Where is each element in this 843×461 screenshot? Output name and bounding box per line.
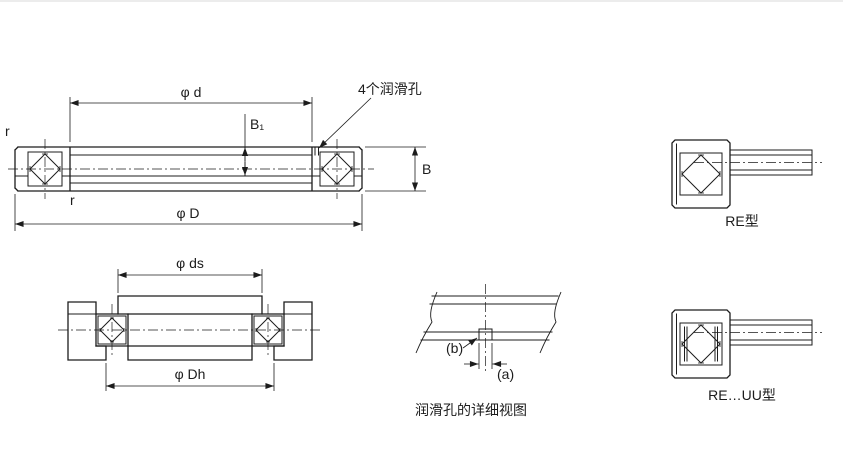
- dim-b-extension-lines: [365, 146, 426, 192]
- re-uu-roller-cavity: [679, 322, 723, 366]
- dim-ds-extension-lines: [117, 269, 263, 293]
- center-lines: [8, 139, 374, 199]
- dim-label-dh: φ Dh: [175, 366, 206, 382]
- dimension-d: φ d: [69, 84, 313, 142]
- dim-d-extension-lines: [69, 97, 313, 142]
- dimension-a: (a): [464, 343, 514, 382]
- dimension-b1: B₁: [241, 114, 264, 176]
- dimension-big-d: φ D: [14, 194, 363, 231]
- shaft-edges: [127, 313, 253, 361]
- re-uu-seal-lines: [684, 326, 718, 362]
- dim-label-ds: φ ds: [176, 255, 204, 271]
- lube-hole-marks: [314, 146, 319, 156]
- detail-break-line-left: [415, 291, 438, 354]
- re-shaft-lines: [729, 149, 813, 176]
- dim-label-b: B: [422, 161, 431, 177]
- re-type-view: RE型: [671, 139, 822, 229]
- shaft-shoulder: [117, 295, 263, 315]
- r-label-inner: r: [70, 192, 75, 208]
- re-ring-outline: [671, 139, 731, 209]
- detail-wall-lines: [420, 295, 559, 341]
- re-uu-shaft-lines: [729, 319, 813, 346]
- re-roller-diamond: [681, 154, 721, 194]
- dimension-b: B: [365, 146, 431, 192]
- ring-step-lines: [14, 154, 363, 184]
- re-uu-type-view: RE…UU型: [671, 309, 822, 403]
- lube-holes-note: 4个润滑孔: [358, 81, 422, 97]
- dimension-dh: φ Dh: [105, 363, 275, 391]
- dim-label-d: φ d: [181, 84, 202, 100]
- lube-holes-callout: 4个润滑孔: [318, 81, 422, 149]
- detail-label-a: (a): [497, 366, 514, 382]
- re-uu-type-label: RE…UU型: [708, 387, 776, 403]
- re-roller-cavity: [679, 152, 723, 196]
- r-label-outer: r: [5, 123, 10, 139]
- re-type-label: RE型: [725, 213, 758, 229]
- re-uu-roller-vertex-ticks: [681, 324, 721, 364]
- dim-a-extension-lines: [478, 343, 493, 369]
- re-uu-roller-diamond: [681, 324, 721, 364]
- detail-label-b: (b): [446, 340, 463, 356]
- dim-label-big-d: φ D: [176, 205, 199, 221]
- dim-label-b1: B₁: [250, 116, 264, 132]
- detail-break-line-right: [539, 291, 562, 354]
- re-roller-vertex-ticks: [681, 154, 721, 194]
- detail-label-b-leader: [462, 337, 478, 349]
- detail-caption: 润滑孔的详细视图: [415, 402, 527, 418]
- mount-center-lines: [58, 304, 322, 356]
- bearing-band: [95, 313, 285, 347]
- main-section-view: φ d B₁ 4个润滑孔 B φ D r r: [5, 81, 431, 231]
- mounting-view: φ ds φ Dh: [58, 255, 322, 391]
- dimension-ds: φ ds: [117, 255, 263, 293]
- re-uu-ring-outline: [671, 309, 731, 379]
- lube-hole-detail-view: (b) (a) 润滑孔的详细视图: [415, 284, 562, 418]
- lube-holes-leader: [318, 97, 372, 149]
